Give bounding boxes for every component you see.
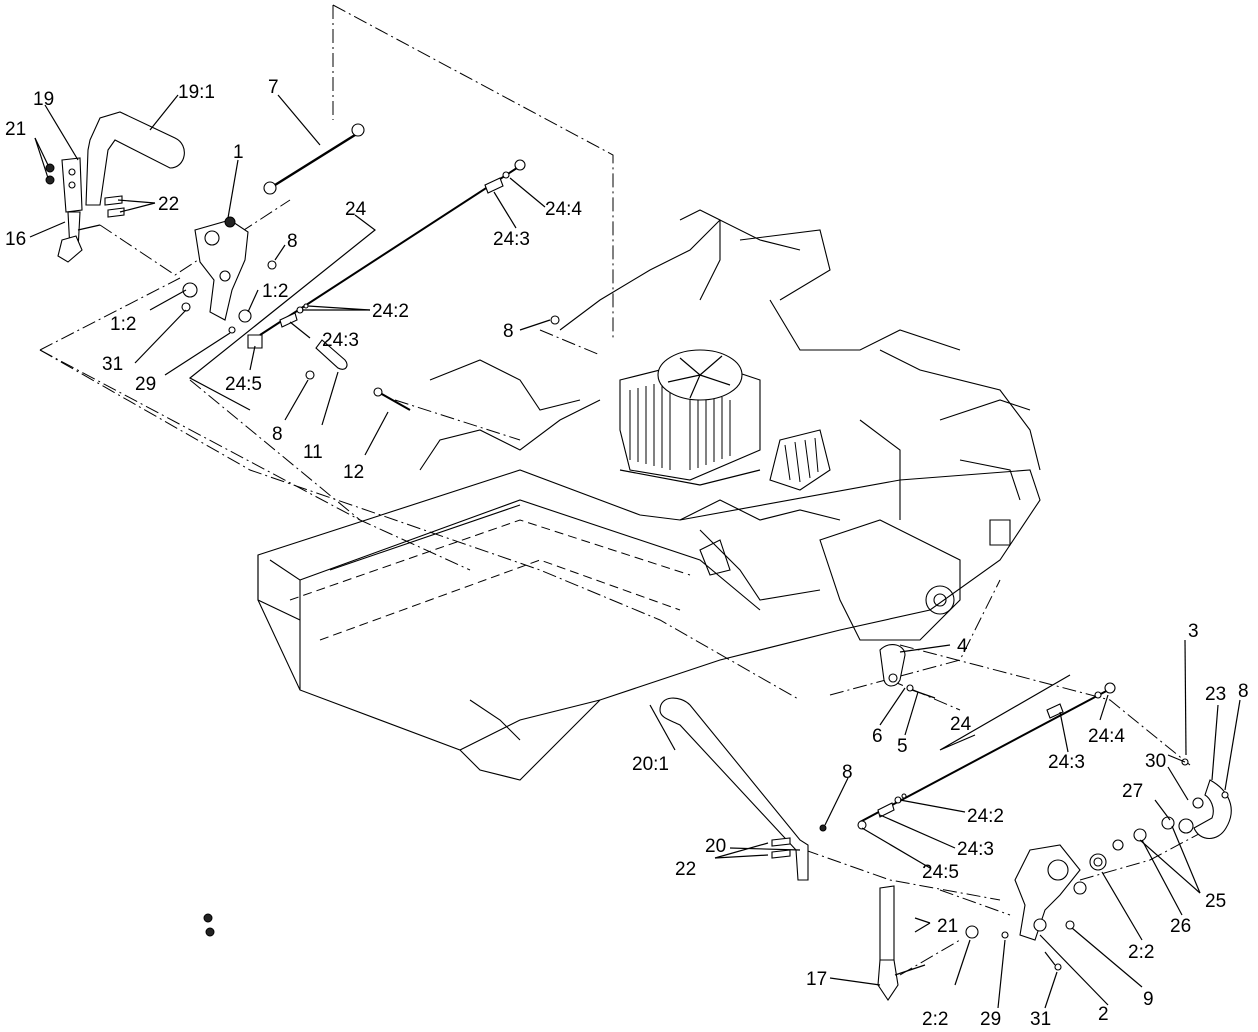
callout-24-3-low: 24:3 [957,839,994,860]
callout-16: 16 [5,229,26,250]
callout-30: 30 [1145,751,1166,772]
rod-7 [263,123,365,195]
leader-lines [29,94,1241,1009]
callout-1-2-b: 1:2 [110,314,136,335]
callout-8-e: 8 [842,762,853,783]
callout-31-bot: 31 [1030,1009,1051,1030]
engine [619,349,831,491]
callout-29-top: 29 [135,374,156,395]
callout-19-1: 19:1 [178,82,215,103]
callout-2-2-b: 2:2 [922,1009,948,1030]
callout-31-top: 31 [102,354,123,375]
callout-17: 17 [806,969,827,990]
callout-24-3-mid: 24:3 [322,330,359,351]
callout-24-4-bot: 24:4 [1088,726,1125,747]
rod-24-top [259,159,526,336]
callout-24-3-top: 24:3 [493,229,530,250]
callout-20: 20 [705,836,726,857]
callout-24-3-bot: 24:3 [1048,752,1085,773]
callout-24-5-bot: 24:5 [922,862,959,883]
callout-24-2-top: 24:2 [372,301,409,322]
callout-26: 26 [1170,916,1191,937]
callout-9: 9 [1143,989,1154,1010]
callout-25: 25 [1205,891,1226,912]
mower-frame [257,209,1041,781]
callout-6: 6 [872,726,883,747]
pump-bracket-1 [181,216,411,411]
callout-8-b: 8 [503,321,514,342]
arm-4 [879,644,1189,766]
callout-29-bot: 29 [980,1009,1001,1030]
callout-24-bot: 24 [950,714,972,735]
callout-22-bot: 22 [675,859,696,880]
pump-bracket-2 [965,779,1232,971]
callout-27: 27 [1122,781,1143,802]
callout-2: 2 [1098,1004,1109,1025]
callout-23: 23 [1205,684,1226,705]
right-control-lever [203,697,926,1001]
callout-2-2-a: 2:2 [1128,942,1154,963]
callout-labels: 19:1 7 19 21 1 22 16 24 24:4 24:3 8 1:2 … [5,77,1249,1030]
callout-4: 4 [957,636,968,657]
callout-22-top: 22 [158,194,179,215]
callout-21-bot: 21 [937,916,958,937]
callout-19: 19 [33,89,54,110]
callout-12: 12 [343,462,364,483]
callout-7: 7 [268,77,279,98]
callout-20-1: 20:1 [632,754,669,775]
callout-8-c: 8 [272,424,283,445]
callout-5: 5 [897,736,908,757]
callout-8-d: 8 [1238,681,1249,702]
assembly-phantom-lines [39,4,1226,976]
callout-3: 3 [1188,621,1199,642]
bolt-8-a [550,315,560,325]
callout-1-2-a: 1:2 [262,281,288,302]
callout-21-top: 21 [5,119,26,140]
callout-1: 1 [233,142,244,163]
rod-24-bottom [857,682,1116,830]
callout-8-a: 8 [287,231,298,252]
callout-24-2-bot: 24:2 [967,806,1004,827]
callout-24-4-top: 24:4 [545,199,582,220]
callout-24-5-top: 24:5 [225,374,262,395]
left-control-lever [45,111,185,263]
callout-11: 11 [303,442,323,463]
callout-24-top: 24 [345,199,367,220]
